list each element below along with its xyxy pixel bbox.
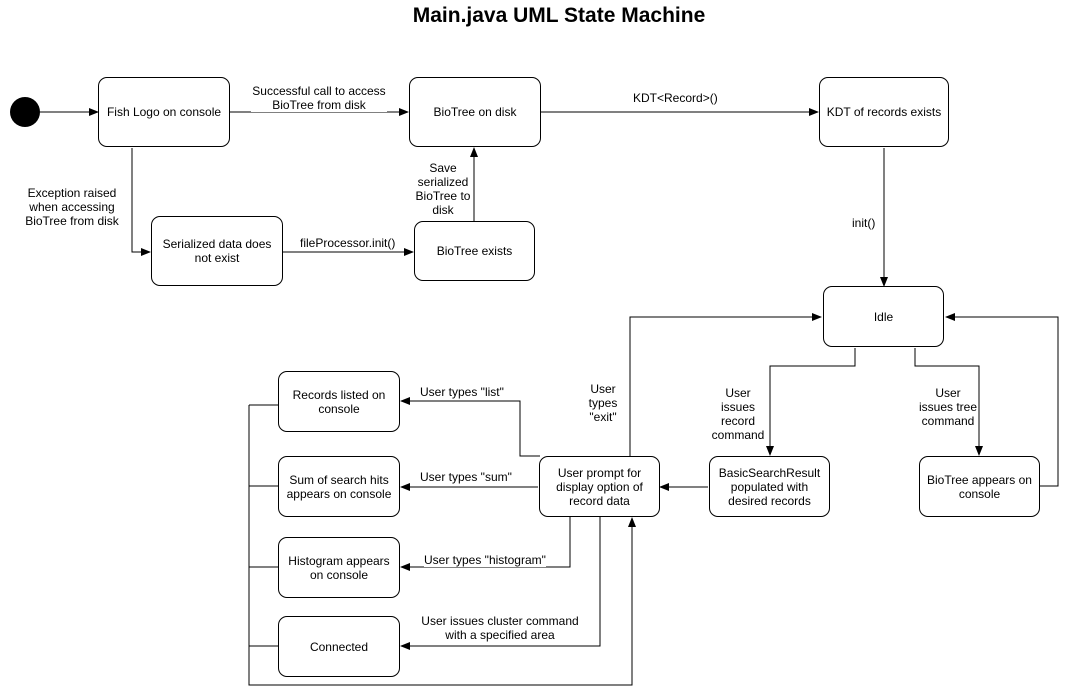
state-records-listed: Records listed on console (278, 371, 400, 432)
label-init: init() (852, 216, 876, 230)
diagram-title: Main.java UML State Machine (412, 4, 706, 27)
edge-histogram (400, 517, 571, 571)
state-serialized-missing: Serialized data does not exist (151, 216, 283, 286)
edge-return-bus (248, 405, 636, 686)
label-save-serialized: Save serialized BioTree to disk (414, 161, 472, 217)
label-record-cmd: User issues record command (708, 386, 768, 442)
label-access-disk: Successful call to access BioTree from d… (251, 84, 387, 112)
edge-record-cmd (766, 348, 856, 456)
label-kdt-ctor: KDT<Record>() (633, 91, 718, 105)
state-biotree-exists: BioTree exists (414, 221, 535, 281)
label-exit: User types "exit" (583, 382, 623, 424)
label-list: User types "list" (420, 385, 504, 399)
label-tree-cmd: User issues tree command (918, 386, 978, 428)
label-histogram: User types "histogram" (424, 553, 546, 567)
state-kdt-exists: KDT of records exists (819, 77, 949, 147)
state-biotree-on-disk: BioTree on disk (409, 77, 541, 147)
state-user-prompt: User prompt for display option of record… (539, 456, 660, 517)
edge-exit (629, 313, 822, 456)
state-sum-hits: Sum of search hits appears on console (278, 456, 400, 517)
initial-state (10, 97, 40, 127)
state-biotree-console: BioTree appears on console (919, 456, 1040, 517)
state-basic-search: BasicSearchResult populated with desired… (709, 456, 830, 517)
label-sum: User types "sum" (420, 470, 512, 484)
state-idle: Idle (823, 286, 944, 347)
state-histogram: Histogram appears on console (278, 537, 400, 598)
edge-cluster (400, 517, 601, 650)
label-file-processor: fileProcessor.init() (300, 236, 396, 250)
label-exception: Exception raised when accessing BioTree … (22, 186, 122, 228)
edge-list (400, 397, 540, 457)
state-connected: Connected (278, 616, 400, 677)
edge-exception (131, 148, 151, 256)
edge-tree-cmd (914, 348, 983, 456)
state-fish-logo: Fish Logo on console (98, 77, 230, 147)
edge-tree-return (945, 313, 1059, 487)
label-cluster: User issues cluster command with a speci… (420, 614, 580, 642)
